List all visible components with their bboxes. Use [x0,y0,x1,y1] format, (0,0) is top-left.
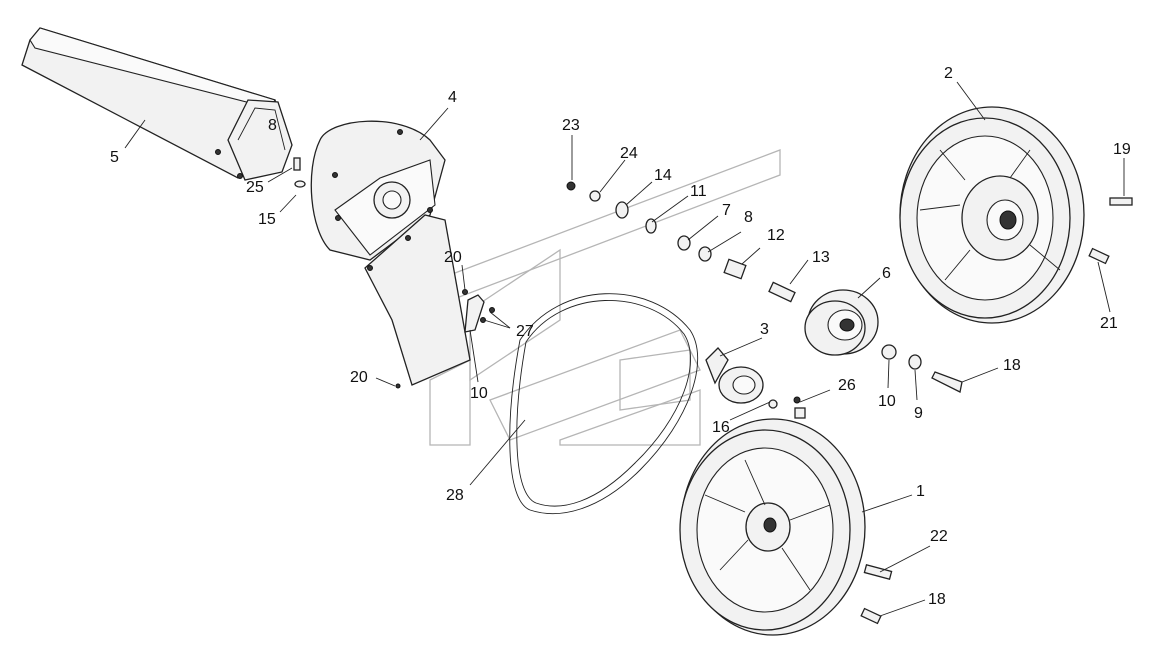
callout-5: 5 [110,149,119,166]
callout-22: 24 [620,145,638,162]
callout-24: 22 [930,528,948,545]
leader-lines [124,81,1125,617]
part-6-idler-pulley [804,289,879,356]
callout-2: 2 [944,65,953,82]
hardware-stack [566,181,796,303]
callout-4: 4 [448,89,457,106]
part-5-tapered-cover: 8 [21,27,293,181]
callout-28: 28 [446,487,464,504]
callout-27: 27 [516,323,534,340]
callout-7: 7 [722,202,731,219]
callout-1: 1 [916,483,925,500]
part-10-bracket-plate [364,214,471,386]
idler-hardware [881,344,963,393]
part-4-pulley-guard [310,120,446,261]
part-28-belt [509,293,699,515]
callout-9: 9 [914,405,923,422]
callout-17: 15 [258,211,276,228]
callout-15: 14 [654,167,672,184]
part-1-large-pulley [679,418,893,636]
part-25-bolt [293,157,306,188]
callout-25: 25 [246,179,264,196]
callout-18-bottom: 18 [928,591,946,608]
part-3-tensioner [705,347,806,419]
callout-14: 13 [812,249,830,266]
callout-11: 10 [878,393,896,410]
callout-8: 8 [744,209,753,226]
callout-16: 16 [712,419,730,436]
callout-18-top: 19 [1113,141,1131,158]
callout-13: 12 [767,227,785,244]
callout-12: 11 [690,183,707,200]
callout-23: 21 [1100,315,1118,332]
callout-19: 18 [1003,357,1021,374]
callout-21: 23 [562,117,580,134]
callout-20-top: 20 [444,249,462,266]
callout-26: 26 [838,377,856,394]
part-2-large-pulley [899,106,1133,324]
callout-6: 6 [882,265,891,282]
callout-10: 10 [470,385,488,402]
cover-mark: 8 [268,117,277,134]
part-27-clip [395,289,495,389]
callout-20-bottom: 20 [350,369,368,386]
callouts: 5 4 25 15 23 24 14 11 7 8 12 13 6 3 16 2… [110,65,1131,608]
callout-3: 3 [760,321,769,338]
